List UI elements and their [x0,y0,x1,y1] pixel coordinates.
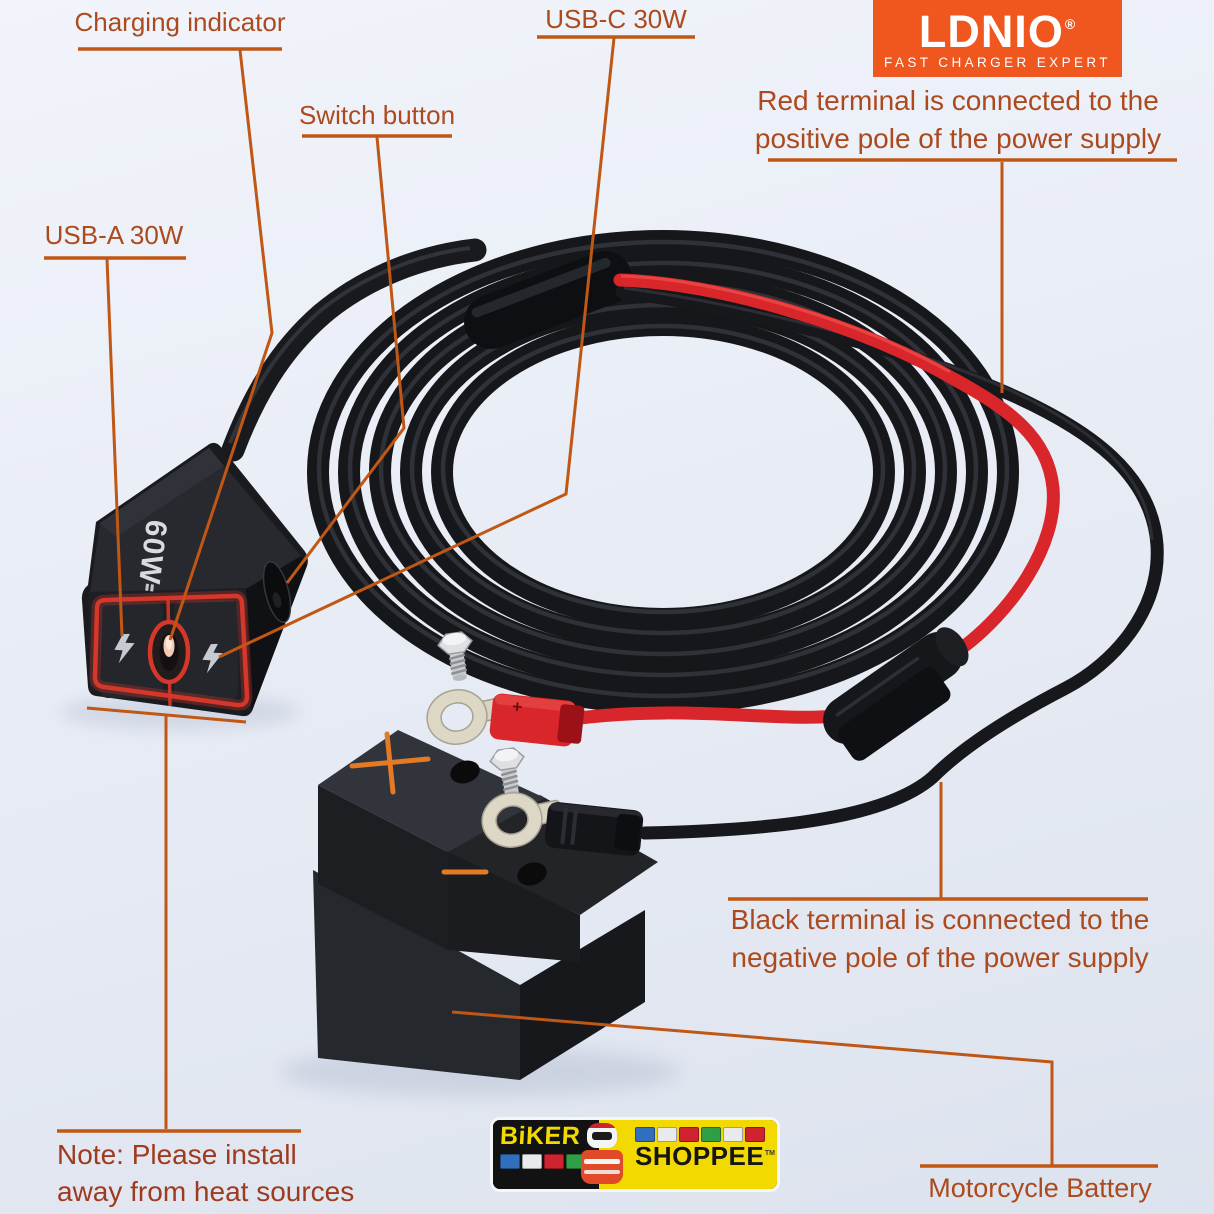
battery-right-face [520,910,645,1080]
leader-switch-button [285,136,406,584]
callout-note: Note: Please install away from heat sour… [57,1136,354,1210]
flag-icon [500,1154,520,1169]
callout-switch-button: Switch button [298,100,456,130]
callout-charging-indicator: Charging indicator [74,7,286,37]
leader-note [86,706,247,1129]
rider-stripe [584,1159,620,1164]
trademark-mark: TM [764,1150,775,1157]
charger: 60W [81,442,308,717]
switch-button-knob [262,561,292,623]
fuse-holder [823,627,969,761]
usb-c-port-pad [174,600,238,700]
callout-motorcycle-battery: Motorcycle Battery [928,1173,1152,1203]
charger-top-face [90,448,301,592]
brand-name-text: LDNIO [918,6,1064,57]
flag-icon [723,1127,743,1142]
callout-red-terminal: Red terminal is connected to the positiv… [713,82,1203,158]
rider-helmet [587,1123,617,1148]
biker-shoppee-logo: BiKER SHOPPEE [490,1117,780,1192]
logo-flag-row-right [635,1127,773,1142]
black-terminal-connector [544,802,644,856]
battery-plus-mark [349,731,431,795]
leader-charging-indicator [168,49,274,641]
battery-mount-hole-positive [450,760,480,784]
flag-icon [544,1154,564,1169]
red-terminal-connector: + [489,693,585,747]
usb-a-port-pad [100,602,163,698]
screw-positive [437,631,473,681]
usb-a-bolt-icon [114,633,135,664]
flag-icon [522,1154,542,1169]
flag-icon [745,1127,765,1142]
registered-mark: ® [1064,16,1077,32]
black-terminal-line1: Black terminal is connected to the [730,904,1150,935]
leader-lines [86,37,1054,1165]
flag-icon [657,1127,677,1142]
red-wire-tail [565,706,859,726]
black-terminal-line2: negative pole of the power supply [731,942,1149,973]
charger-red-trim [92,593,250,708]
battery-lid-front [318,785,448,950]
brand-tagline: FAST CHARGER EXPERT [884,55,1111,70]
red-connector-plus-mark: + [511,697,523,717]
cable-coil [307,230,1019,714]
motorcycle-battery [313,730,658,1080]
flag-icon [679,1127,699,1142]
rider-torso [581,1150,623,1184]
red-terminal-line1: Red terminal is connected to the [757,85,1159,116]
leader-usb-a [105,258,124,637]
rider-stripe [584,1170,620,1174]
battery-step-face [448,852,580,962]
leader-motorcycle-battery [451,1010,1054,1165]
note-line1: Note: Please install [57,1139,297,1170]
wattage-mark: 60W [132,518,173,592]
battery-front-face [313,870,520,1080]
logo-word-shoppee: SHOPPEE [635,1141,765,1171]
charger-side-face [246,556,307,711]
brand-badge: LDNIO® FAST CHARGER EXPERT [873,0,1122,77]
flag-icon [701,1127,721,1142]
callout-usb-a: USB-A 30W [44,220,184,250]
wattage-text: 60W [132,518,173,586]
brand-name: LDNIO® [873,1,1122,55]
callout-black-terminal: Black terminal is connected to the negat… [695,901,1185,977]
logo-right-panel: SHOPPEE [599,1120,777,1189]
callout-usb-c: USB-C 30W [545,4,687,34]
leader-usb-c [218,37,616,659]
rider-icon [579,1123,625,1189]
note-line2: away from heat sources [57,1176,355,1207]
rider-visor [592,1132,612,1140]
battery-flange [445,795,658,915]
label-rules [44,35,1177,1168]
screw-negative [489,747,525,797]
flag-icon [635,1127,655,1142]
red-terminal-line2: positive pole of the power supply [754,123,1162,154]
battery-mount-hole-negative [517,862,547,886]
usb-c-bolt-icon [202,643,223,674]
